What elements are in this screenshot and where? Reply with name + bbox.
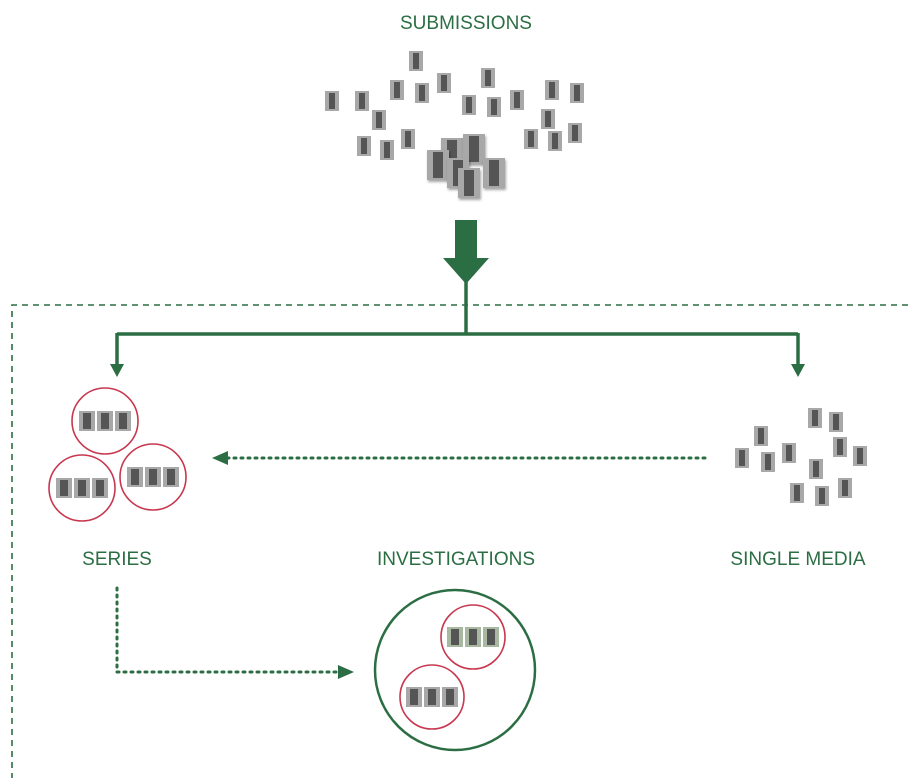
media-item-icon [790, 483, 804, 503]
series-circle-icon [48, 454, 116, 522]
media-item-icon [325, 91, 339, 111]
media-item-icon [833, 437, 847, 457]
media-item-icon [427, 150, 449, 180]
media-item-icon [127, 467, 143, 487]
media-item-icon [541, 109, 555, 129]
media-item-icon [570, 83, 584, 103]
media-item-icon [415, 83, 429, 103]
media-item-icon [390, 80, 404, 100]
media-item-icon [838, 478, 852, 498]
series-circle-icon [71, 387, 139, 455]
right-branch-arrowhead-icon [791, 364, 805, 377]
main-down-arrow-icon [443, 220, 489, 284]
media-item-icon [380, 140, 394, 160]
media-item-icon [782, 443, 796, 463]
media-item-icon [462, 95, 476, 115]
dotted-arrow-single-to-series [212, 451, 707, 465]
dashed-boundary [11, 304, 908, 778]
series-circle-icon [119, 443, 187, 511]
media-item-icon [853, 446, 867, 466]
media-item-icon [357, 136, 371, 156]
media-item-icon [115, 411, 131, 431]
media-item-icon [92, 478, 108, 498]
media-item-icon [458, 168, 480, 198]
media-item-icon [483, 158, 505, 188]
media-item-icon [463, 134, 485, 164]
media-item-icon [145, 467, 161, 487]
dotted-arrow-series-to-investigations [115, 586, 354, 679]
media-item-icon [409, 51, 423, 71]
media-item-icon [401, 129, 415, 149]
media-item-icon [442, 687, 458, 707]
media-item-icon [545, 80, 559, 100]
media-item-icon [56, 478, 72, 498]
media-item-icon [406, 687, 422, 707]
media-item-icon [163, 467, 179, 487]
media-item-icon [487, 97, 501, 117]
media-item-icon [808, 408, 822, 428]
media-item-icon [372, 110, 386, 130]
dotted-arrowhead-left-icon [212, 451, 228, 465]
media-item-icon [481, 68, 495, 88]
media-item-icon [355, 91, 369, 111]
submissions-label: SUBMISSIONS [400, 13, 532, 34]
series-circle-icon [440, 604, 506, 670]
media-item-icon [79, 411, 95, 431]
dotted-arrowhead-right-icon [338, 665, 354, 679]
media-item-icon [829, 412, 843, 432]
left-branch-arrowhead-icon [110, 364, 124, 377]
media-item-icon [465, 627, 481, 647]
media-item-icon [74, 478, 90, 498]
media-item-icon [437, 73, 451, 93]
media-item-icon [761, 452, 775, 472]
media-item-icon [548, 131, 562, 151]
media-item-icon [815, 486, 829, 506]
media-item-icon [524, 129, 538, 149]
media-item-icon [754, 426, 768, 446]
branch-connector [115, 282, 800, 365]
investigations-label: INVESTIGATIONS [376, 549, 536, 570]
media-item-icon [809, 459, 823, 479]
media-item-icon [510, 90, 524, 110]
investigation-circle-icon [373, 588, 537, 752]
series-label: SERIES [82, 549, 152, 570]
media-item-icon [447, 627, 463, 647]
media-item-icon [424, 687, 440, 707]
series-circle-icon [399, 664, 465, 730]
single-media-label: SINGLE MEDIA [730, 549, 866, 570]
media-item-icon [483, 627, 499, 647]
media-tiles [56, 51, 867, 707]
media-item-icon [568, 123, 582, 143]
media-item-icon [735, 448, 749, 468]
media-item-icon [97, 411, 113, 431]
